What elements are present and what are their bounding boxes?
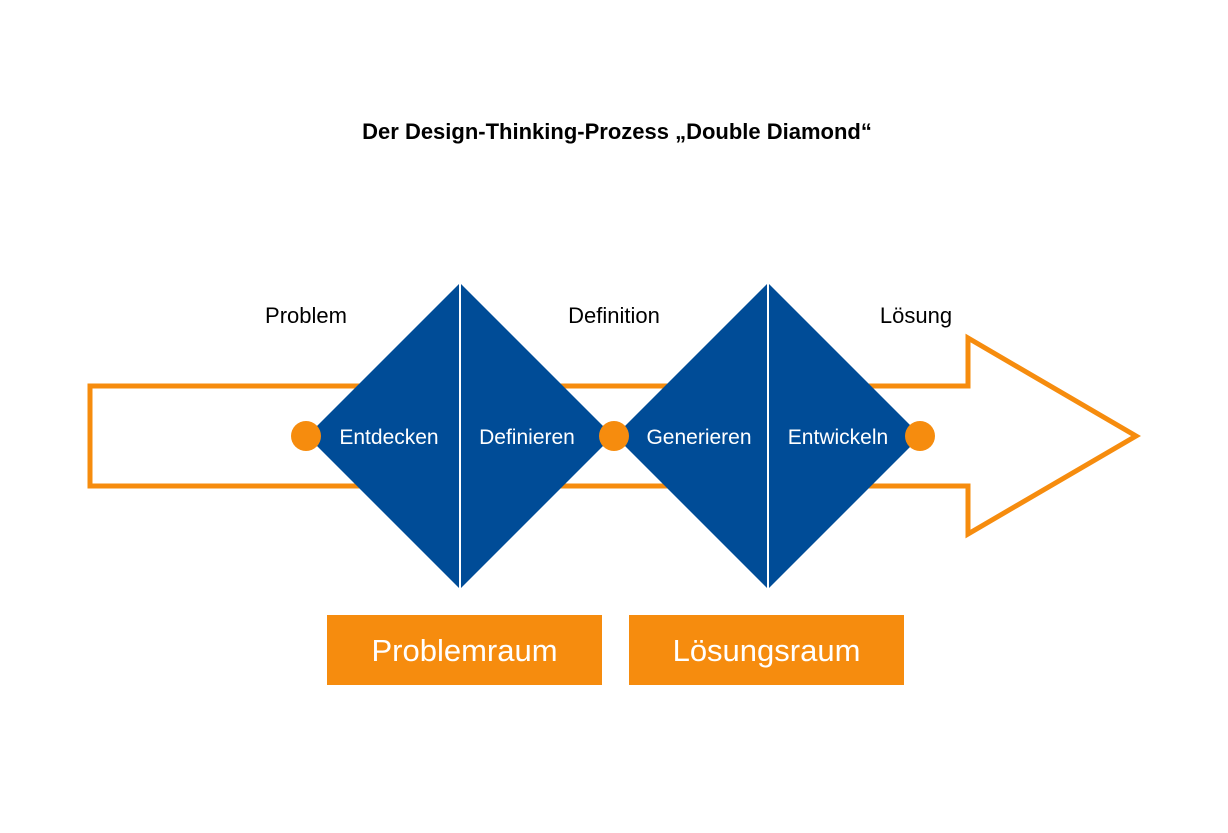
process-arrow (87, 333, 1141, 539)
phase-label-discover: Entdecken (339, 426, 438, 449)
milestone-dot-definition (599, 421, 629, 451)
solution-space-label: Lösungsraum (673, 633, 861, 668)
milestone-dot-problem (291, 421, 321, 451)
problem-space-label: Problemraum (371, 633, 557, 668)
solution-space-box (629, 615, 904, 685)
milestone-label-solution: Lösung (880, 303, 952, 328)
milestone-label-problem: Problem (265, 303, 347, 328)
problem-space-box (327, 615, 602, 685)
milestone-label-definition: Definition (568, 303, 660, 328)
phase-label-deliver: Entwickeln (788, 426, 888, 449)
diagram-title: Der Design-Thinking-Prozess „Double Diam… (362, 119, 872, 144)
phase-label-develop: Generieren (646, 426, 751, 449)
milestone-dot-solution (905, 421, 935, 451)
phase-label-define: Definieren (479, 426, 575, 449)
